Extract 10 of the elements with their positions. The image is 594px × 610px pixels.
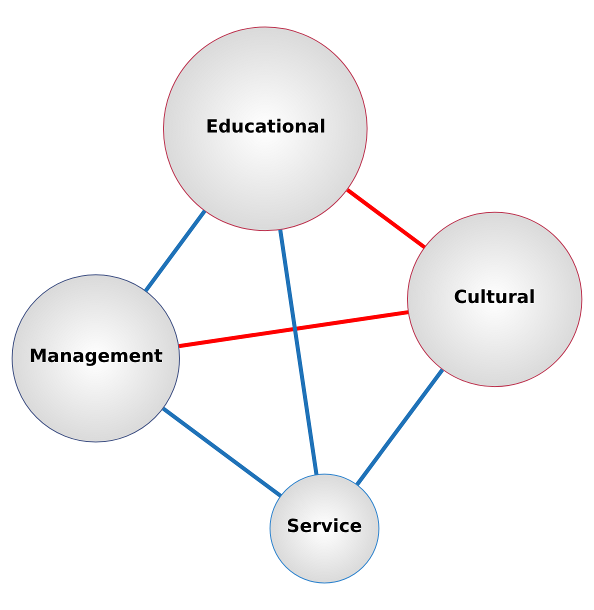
connector: [346, 188, 426, 249]
connector: [144, 210, 206, 292]
connector: [355, 368, 444, 486]
connector: [278, 230, 318, 475]
node-circle: Service: [270, 474, 380, 584]
connector: [178, 310, 408, 348]
connector: [162, 406, 282, 498]
node-circle: Management: [12, 274, 180, 443]
node-circle: Educational: [162, 26, 368, 232]
node-circle: Cultural: [406, 212, 582, 388]
